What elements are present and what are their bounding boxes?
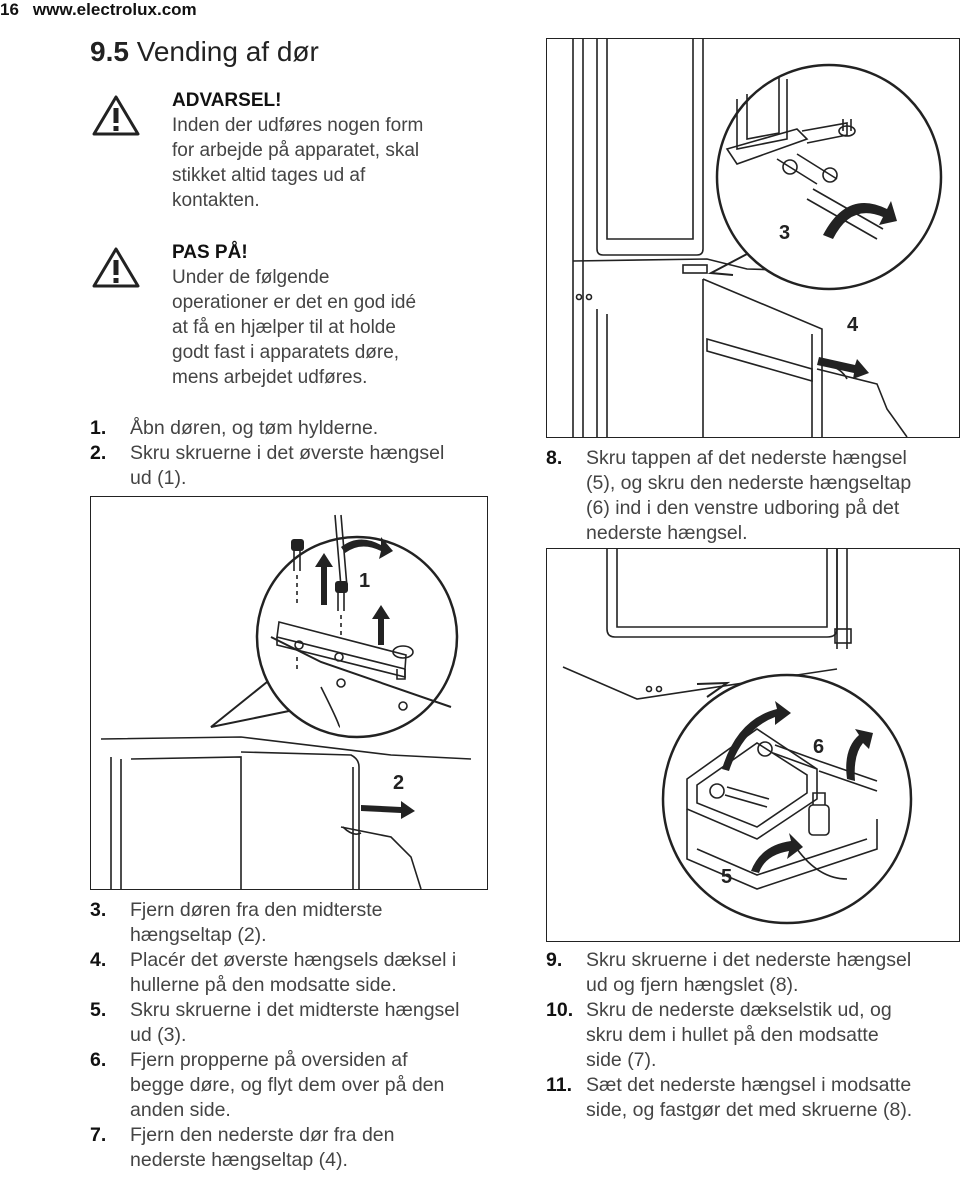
warning-line: Inden der udføres nogen form bbox=[172, 115, 424, 136]
step-item: 9. Skru skruerne i det nederste hængsel ud… bbox=[546, 948, 958, 998]
step-number: 11. bbox=[546, 1074, 573, 1096]
steps-3-7: 3. Fjern døren fra den midterste hængselta… bbox=[90, 898, 520, 1173]
warning-triangle-icon bbox=[92, 95, 140, 136]
step-text: (6) ind i den venstre udboring på det bbox=[586, 497, 900, 519]
step-item: 11. Sæt det nederste hængsel i modsatte si… bbox=[546, 1073, 958, 1123]
step-8: 8. Skru tappen af det nederste hængsel (5)… bbox=[546, 446, 958, 546]
callout-label-6: 6 bbox=[813, 736, 824, 758]
step-text: nederste hængseltap (4). bbox=[130, 1149, 348, 1171]
step-item: 1. Åbn døren, og tøm hylderne. bbox=[90, 416, 510, 441]
step-item: 8. Skru tappen af det nederste hængsel (5)… bbox=[546, 446, 958, 546]
section-title-text: Vending af dør bbox=[136, 36, 319, 67]
step-text: Skru skruerne i det nederste hængsel bbox=[586, 949, 912, 971]
step-text: side, og fastgør det med skruerne (8). bbox=[586, 1099, 913, 1121]
step-text: ud og fjern hængslet (8). bbox=[586, 974, 799, 996]
step-item: 5. Skru skruerne i det midterste hængsel u… bbox=[90, 998, 520, 1048]
warning-line: stikket altid tages ud af bbox=[172, 165, 366, 186]
figure-remove-middle-hinge: 4 3 bbox=[546, 38, 960, 438]
step-text: Fjern den nederste dør fra den bbox=[130, 1124, 395, 1146]
step-number: 9. bbox=[546, 949, 563, 971]
upper-hinge-illustration: 1 2 bbox=[100, 514, 472, 889]
section-number: 9.5 bbox=[90, 36, 129, 67]
figure-remove-upper-hinge: 1 2 bbox=[90, 496, 488, 890]
caution-triangle-icon bbox=[92, 247, 140, 288]
callout-label-3: 3 bbox=[779, 222, 790, 244]
step-number: 10. bbox=[546, 999, 574, 1021]
step-text: Fjern propperne på oversiden af bbox=[130, 1049, 408, 1071]
website-url: www.electrolux.com bbox=[32, 0, 197, 19]
middle-hinge-illustration: 4 3 bbox=[572, 39, 943, 437]
step-text: ud (3). bbox=[130, 1024, 187, 1046]
step-text: ud (1). bbox=[130, 467, 187, 489]
step-text: Placér det øverste hængsels dæksel i bbox=[130, 949, 457, 971]
callout-label-4: 4 bbox=[847, 314, 859, 336]
step-number: 8. bbox=[546, 447, 563, 469]
step-item: 7. Fjern den nederste dør fra den nederste… bbox=[90, 1123, 520, 1173]
step-item: 10. Skru de nederste dækselstik ud, og skr… bbox=[546, 998, 958, 1073]
step-text: Skru de nederste dækselstik ud, og bbox=[586, 999, 892, 1021]
callout-label-5: 5 bbox=[721, 866, 732, 888]
step-text: Sæt det nederste hængsel i modsatte bbox=[586, 1074, 912, 1096]
warning-line: for arbejde på apparatet, skal bbox=[172, 140, 420, 161]
page-header: 16 www.electrolux.com bbox=[0, 0, 211, 20]
step-text: side (7). bbox=[586, 1049, 657, 1071]
section-title: 9.5 Vending af dør bbox=[90, 36, 319, 68]
step-text: Fjern døren fra den midterste bbox=[130, 899, 383, 921]
step-item: 6. Fjern propperne på oversiden af begge d… bbox=[90, 1048, 520, 1123]
step-text: Skru skruerne i det midterste hængsel bbox=[130, 999, 460, 1021]
figure-swap-lower-hinge-pin: 6 5 bbox=[546, 548, 960, 942]
steps-9-11: 9. Skru skruerne i det nederste hængsel ud… bbox=[546, 948, 958, 1123]
step-text: (5), og skru den nederste hængseltap bbox=[586, 472, 912, 494]
step-number: 7. bbox=[90, 1124, 107, 1146]
page-number: 16 bbox=[0, 0, 19, 19]
caution-line: at få en hjælper til at holde bbox=[172, 317, 396, 338]
caution-line: mens arbejdet udføres. bbox=[172, 367, 368, 388]
step-number: 1. bbox=[90, 417, 107, 439]
step-text: Skru skruerne i det øverste hængsel bbox=[130, 442, 445, 464]
warning-block: ADVARSEL! Inden der udføres nogen form f… bbox=[92, 88, 492, 213]
lower-hinge-illustration: 6 5 bbox=[562, 549, 913, 925]
caution-line: godt fast i apparatets døre, bbox=[172, 342, 400, 363]
steps-1-2: 1. Åbn døren, og tøm hylderne. 2. Skru skr… bbox=[90, 416, 510, 491]
step-text: begge døre, og flyt dem over på den bbox=[130, 1074, 445, 1096]
step-item: 2. Skru skruerne i det øverste hængsel ud … bbox=[90, 441, 510, 491]
step-item: 3. Fjern døren fra den midterste hængselta… bbox=[90, 898, 520, 948]
step-number: 6. bbox=[90, 1049, 107, 1071]
step-item: 4. Placér det øverste hængsels dæksel i hu… bbox=[90, 948, 520, 998]
step-number: 4. bbox=[90, 949, 107, 971]
warning-heading: ADVARSEL! bbox=[172, 90, 282, 111]
step-text: hullerne på den modsatte side. bbox=[130, 974, 397, 996]
callout-label-1: 1 bbox=[359, 570, 370, 592]
step-text: Skru tappen af det nederste hængsel bbox=[586, 447, 907, 469]
step-text: hængseltap (2). bbox=[130, 924, 267, 946]
step-number: 2. bbox=[90, 442, 107, 464]
step-text: Åbn døren, og tøm hylderne. bbox=[130, 417, 379, 439]
step-text: skru dem i hullet på den modsatte bbox=[586, 1024, 879, 1046]
step-number: 3. bbox=[90, 899, 107, 921]
caution-heading: PAS PÅ! bbox=[172, 242, 248, 263]
caution-block: PAS PÅ! Under de følgende operationer er… bbox=[92, 240, 492, 390]
callout-label-2: 2 bbox=[393, 772, 404, 794]
step-number: 5. bbox=[90, 999, 107, 1021]
caution-line: Under de følgende bbox=[172, 267, 330, 288]
step-text: nederste hængsel. bbox=[586, 522, 748, 544]
warning-line: kontakten. bbox=[172, 190, 260, 211]
caution-line: operationer er det en god idé bbox=[172, 292, 417, 313]
step-text: anden side. bbox=[130, 1099, 231, 1121]
zoom-circle bbox=[715, 63, 943, 291]
